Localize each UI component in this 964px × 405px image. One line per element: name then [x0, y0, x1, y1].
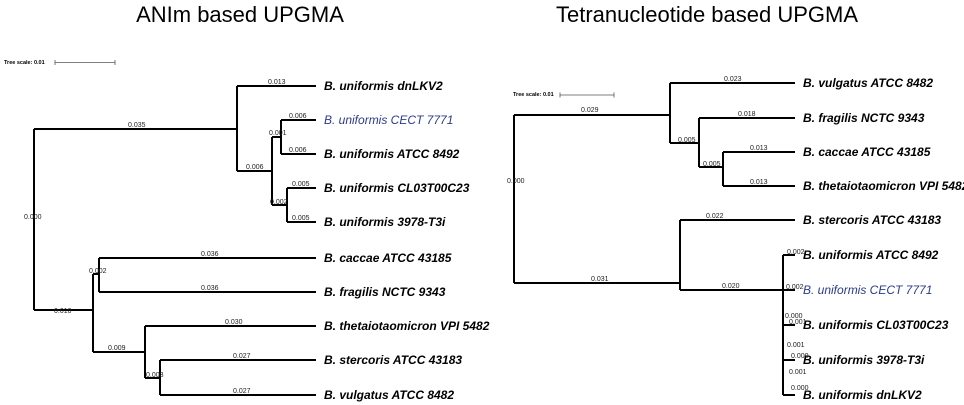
- leaf-label-left: B. vulgatus ATCC 8482: [324, 388, 454, 402]
- leaf-label-left: B. uniformis 3978-T3i: [324, 215, 446, 229]
- leaf-label-left-highlighted: B. uniformis CECT 7771: [324, 113, 453, 127]
- branch-length-label: 0.002: [786, 284, 804, 291]
- branch-length-label: 0.001: [789, 319, 807, 326]
- branch-length-label: 0.013: [750, 179, 768, 186]
- branch-length-label: 0.005: [678, 137, 696, 144]
- right-tree-branch-lengths: 0.000 0.029 0.023 0.005 0.018 0.005 0.01…: [507, 76, 809, 392]
- branch-length-label: 0.010: [54, 308, 72, 315]
- leaf-label-right: B. uniformis 3978-T3i: [803, 353, 925, 367]
- branch-length-label: 0.022: [706, 213, 724, 220]
- left-tree-branches: [33, 85, 316, 396]
- branch-length-label: 0.005: [292, 181, 310, 188]
- leaf-label-left: B. fragilis NCTC 9343: [324, 285, 446, 299]
- branch-length-label: 0.000: [791, 385, 809, 392]
- leaf-label-left: B. uniformis CL03T00C23: [324, 181, 470, 195]
- leaf-label-right: B. caccae ATCC 43185: [803, 145, 931, 159]
- leaf-label-left: B. thetaiotaomicron VPI 5482: [324, 319, 490, 333]
- branch-length-label: 0.029: [581, 107, 599, 114]
- branch-length-label: 0.006: [289, 113, 307, 120]
- branch-length-label: 0.013: [268, 79, 286, 86]
- branch-length-label: 0.031: [591, 276, 609, 283]
- leaf-label-right: B. thetaiotaomicron VPI 5482: [803, 179, 964, 193]
- right-root-length-label: 0.000: [507, 178, 525, 185]
- branch-length-label: 0.020: [722, 283, 740, 290]
- leaf-label-right: B. uniformis CL03T00C23: [803, 318, 949, 332]
- branch-length-label: 0.002: [89, 268, 107, 275]
- left-tree-scale-bar: [54, 60, 116, 65]
- branch-length-label: 0.001: [787, 342, 805, 349]
- leaf-label-right: B. uniformis dnLKV2: [803, 388, 922, 402]
- leaf-label-left: B. uniformis ATCC 8492: [324, 147, 460, 161]
- leaf-label-right: B. fragilis NCTC 9343: [803, 111, 925, 125]
- branch-length-label: 0.002: [270, 199, 288, 206]
- branch-length-label: 0.013: [750, 145, 768, 152]
- right-tree-leaves: B. vulgatus ATCC 8482 B. fragilis NCTC 9…: [803, 76, 964, 402]
- branch-length-label: 0.027: [233, 388, 251, 395]
- branch-length-label: 0.030: [225, 319, 243, 326]
- right-tree-scale-label: Tree scale: 0.01: [513, 92, 554, 98]
- branch-length-label: 0.018: [738, 111, 756, 118]
- branch-length-label: 0.005: [703, 161, 721, 168]
- left-tree: ANIm based UPGMA Tree scale: 0.01: [4, 2, 490, 402]
- branch-length-label: 0.036: [201, 285, 219, 292]
- branch-length-label: 0.036: [201, 251, 219, 258]
- branch-length-label: 0.002: [787, 249, 805, 256]
- branch-length-label: 0.001: [789, 369, 807, 376]
- branch-length-label: 0.001: [269, 130, 287, 137]
- branch-length-label: 0.006: [246, 164, 264, 171]
- right-tree-scale-bar: [559, 92, 615, 98]
- branch-length-label: 0.023: [724, 76, 742, 83]
- branch-length-label: 0.000: [791, 353, 809, 360]
- left-tree-leaves: B. uniformis dnLKV2 B. uniformis CECT 77…: [324, 79, 490, 402]
- branch-length-label: 0.035: [128, 122, 146, 129]
- left-root-length-label: 0.000: [24, 214, 42, 221]
- branch-length-label: 0.006: [289, 147, 307, 154]
- right-tree: Tetranucleotide based UPGMA Tree scale: …: [507, 2, 964, 402]
- leaf-label-right: B. stercoris ATCC 43183: [803, 213, 941, 227]
- right-tree-title: Tetranucleotide based UPGMA: [556, 2, 858, 27]
- branch-length-label: 0.027: [233, 353, 251, 360]
- leaf-label-left: B. stercoris ATCC 43183: [324, 353, 462, 367]
- leaf-label-right: B. uniformis ATCC 8492: [803, 248, 939, 262]
- left-tree-branch-lengths: 0.000 0.035 0.013 0.006 0.001 0.006 0.00…: [24, 79, 310, 395]
- branch-length-label: 0.005: [292, 215, 310, 222]
- branch-length-label: 0.000: [785, 313, 803, 320]
- right-tree-branches: [513, 82, 795, 396]
- leaf-label-left: B. caccae ATCC 43185: [324, 251, 452, 265]
- left-tree-scale-label: Tree scale: 0.01: [4, 60, 45, 66]
- leaf-label-left: B. uniformis dnLKV2: [324, 79, 443, 93]
- branch-length-label: 0.003: [146, 372, 164, 379]
- leaf-label-right-highlighted: B. uniformis CECT 7771: [803, 283, 932, 297]
- branch-length-label: 0.009: [108, 345, 126, 352]
- left-tree-title: ANIm based UPGMA: [136, 2, 344, 27]
- leaf-label-right: B. vulgatus ATCC 8482: [803, 76, 933, 90]
